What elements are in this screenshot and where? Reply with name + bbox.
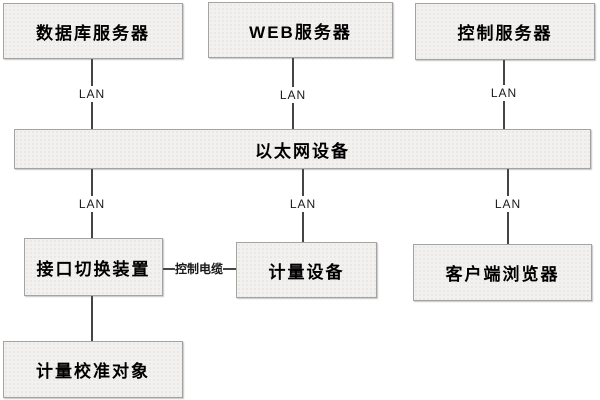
node-web-server: WEB服务器 <box>208 2 393 58</box>
edge-label-lan-meter: LAN <box>286 196 320 212</box>
connector-switch-to-calibration <box>91 296 93 341</box>
node-metering-device: 计量设备 <box>236 242 377 298</box>
node-calibration-object: 计量校准对象 <box>3 341 183 398</box>
edge-label-control-cable: 控制电缆 <box>174 261 224 277</box>
node-control-server: 控制服务器 <box>415 3 595 60</box>
edge-label-lan-web: LAN <box>276 87 310 103</box>
node-client-browser: 客户端浏览器 <box>413 244 592 301</box>
node-ethernet-device: 以太网设备 <box>14 129 591 169</box>
edge-label-lan-switch: LAN <box>75 196 109 212</box>
node-database-server: 数据库服务器 <box>3 3 183 59</box>
edge-label-lan-db: LAN <box>75 86 109 102</box>
edge-label-lan-control: LAN <box>487 85 521 101</box>
edge-label-lan-browser: LAN <box>491 196 525 212</box>
node-interface-switcher: 接口切换装置 <box>24 238 163 296</box>
